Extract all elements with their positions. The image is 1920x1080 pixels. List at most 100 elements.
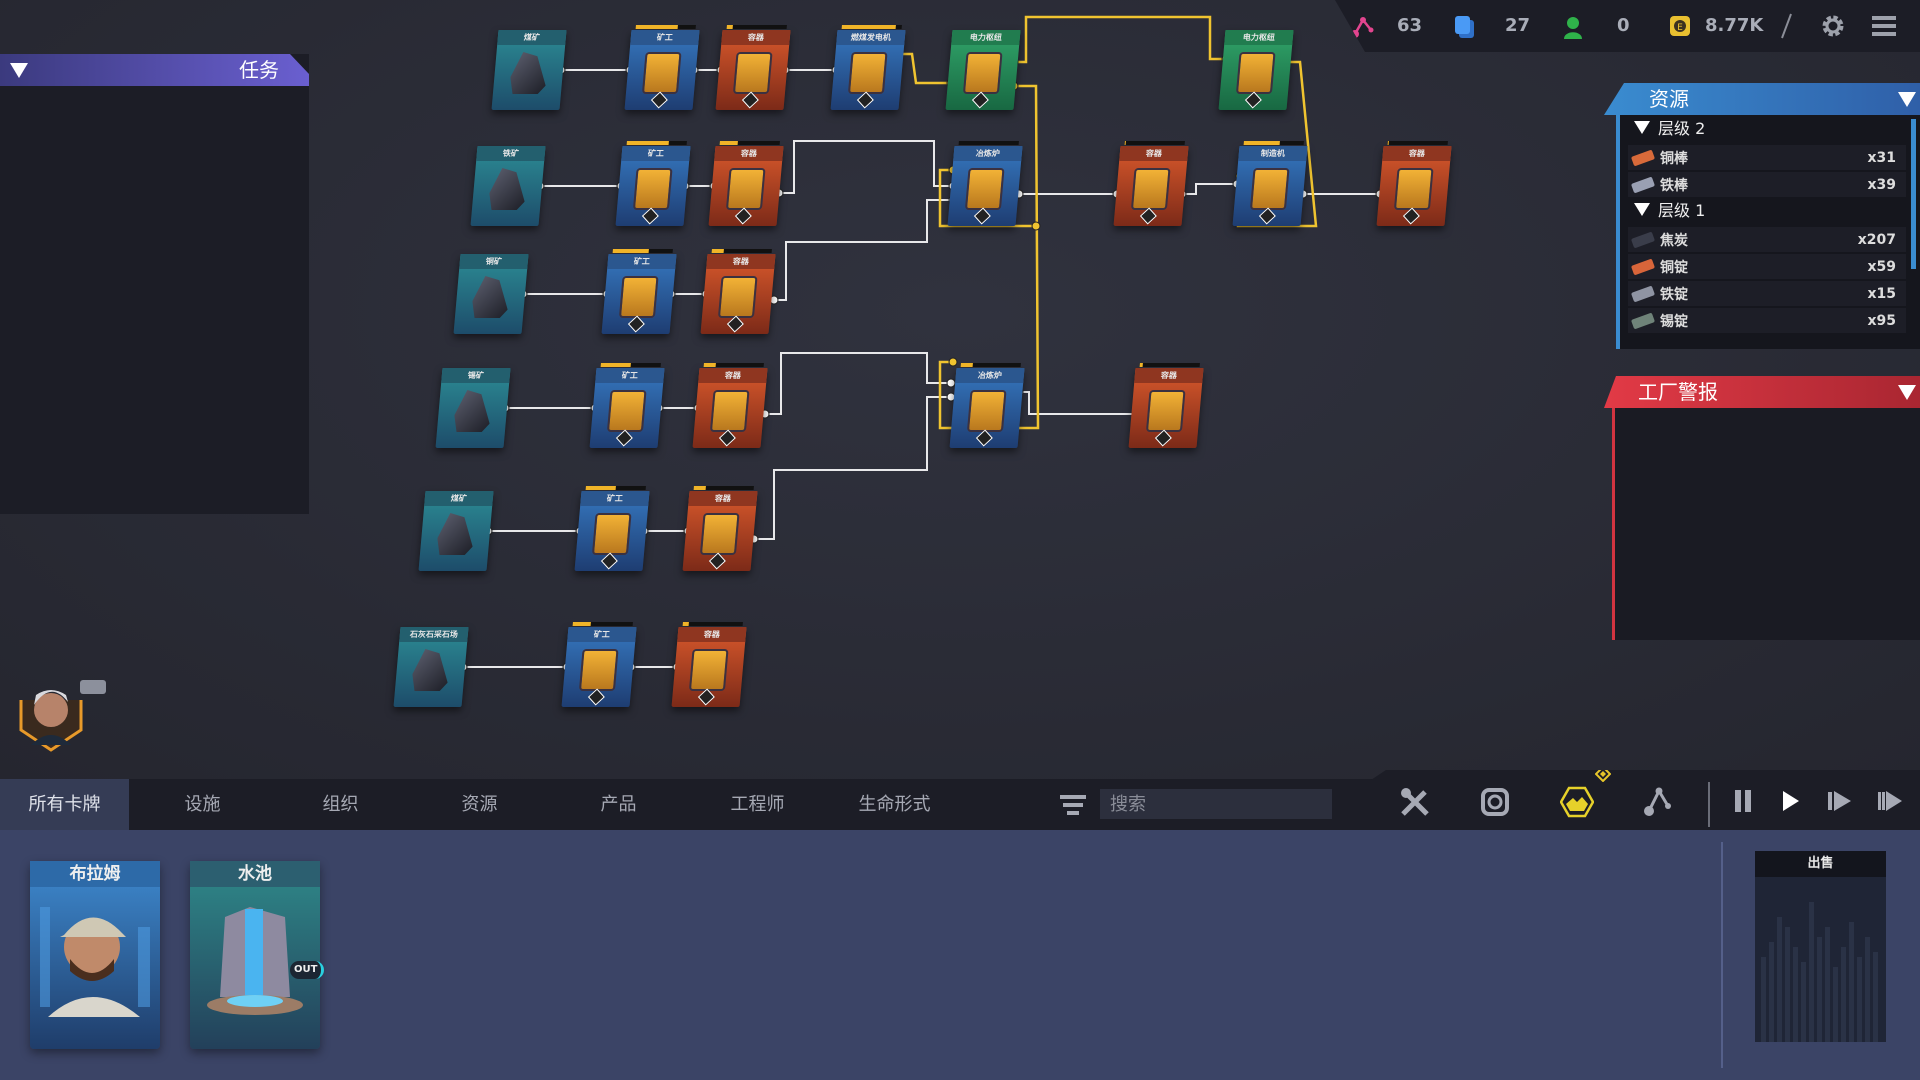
tier-toggle-icon[interactable] [1634,121,1650,134]
out-port[interactable]: OUT [290,961,324,979]
hand-card-water-pool[interactable]: 水池 OUT [190,861,324,1049]
tab-3[interactable]: 资源 [461,794,498,815]
card-ore[interactable]: 铁矿 [470,146,546,226]
gear-icon[interactable] [1819,12,1847,40]
alerts-panel-header[interactable]: 工厂警报 [1604,376,1920,408]
power-wire[interactable] [938,168,1036,228]
collapse-triangle-icon[interactable] [10,63,28,78]
card-box[interactable]: 容器 [700,249,776,334]
hand-card-title: 布拉姆 [30,861,160,887]
collapse-triangle-icon[interactable] [1898,385,1916,400]
card-box[interactable]: 容器 [1128,363,1204,448]
card-art [436,513,476,555]
tier-header[interactable]: 层级 2 [1620,115,1920,143]
item-wire[interactable] [1182,183,1237,195]
alerts-panel-title: 工厂警报 [1638,380,1718,404]
tier-header[interactable]: 层级 1 [1620,197,1920,225]
menu-icon[interactable] [1871,13,1897,39]
card-mach[interactable]: 冶炼炉 [949,363,1025,448]
tab-1[interactable]: 设施 [184,794,221,815]
resource-icon [1630,258,1656,275]
card-title: 电力枢纽 [1224,30,1294,45]
sell-drop-zone[interactable]: 出售 [1755,851,1886,1042]
card-mach[interactable]: 制造机 [1232,141,1308,226]
card-title: 容器 [1119,146,1189,161]
card-title: 容器 [677,627,747,642]
card-art [453,390,493,432]
card-pow[interactable]: 电力枢纽 [945,30,1021,110]
terrain-hex-icon[interactable] [1559,784,1595,820]
power-wire[interactable] [898,52,951,85]
task-panel-header[interactable]: 任务 [0,54,309,86]
build-tools-icon[interactable] [1399,786,1431,818]
advisor-avatar[interactable] [16,680,106,760]
card-mach[interactable]: 矿工 [624,25,700,110]
play-icon[interactable] [1779,788,1803,814]
card-mach[interactable]: 矿工 [561,622,637,707]
card-pow[interactable]: 电力枢纽 [1218,30,1294,110]
card-mach[interactable]: 矿工 [615,141,691,226]
card-ore[interactable]: 煤矿 [491,30,567,110]
factory-board[interactable]: 煤矿矿工容器燃煤发电机电力枢纽电力枢纽铁矿矿工容器冶炼炉容器制造机容器铜矿矿工容… [0,0,1920,779]
hand-card-engineer[interactable]: 布拉姆 [30,861,160,1049]
tier-toggle-icon[interactable] [1634,203,1650,216]
port-dot[interactable] [946,378,956,388]
card-ore[interactable]: 锡矿 [435,368,511,448]
item-wire[interactable] [765,352,951,415]
filter-icon[interactable] [1060,793,1086,817]
pause-icon[interactable] [1731,788,1755,814]
item-wire[interactable] [754,396,951,540]
card-box[interactable]: 容器 [1113,141,1189,226]
item-wire[interactable] [779,140,953,194]
resources-panel-header[interactable]: 资源 [1604,83,1920,115]
tab-2[interactable]: 组织 [322,794,359,815]
coin-shop-icon[interactable] [1479,786,1511,818]
item-wire[interactable] [1019,391,1136,415]
tech-tree-icon[interactable] [1641,786,1673,818]
search-input[interactable] [1100,789,1332,819]
fastest-forward-icon[interactable] [1875,788,1905,814]
chat-bubble-icon[interactable] [80,680,106,694]
card-ore[interactable]: 铜矿 [453,254,529,334]
resource-count: x207 [1857,231,1896,248]
card-category-tabs: 所有卡牌 设施 组织 资源 产品 工程师 生命形式 [0,779,1920,830]
tab-4[interactable]: 产品 [600,794,637,815]
card-box[interactable]: 容器 [682,486,758,571]
resource-icon [1630,176,1656,193]
card-mach[interactable]: 冶炼炉 [947,141,1023,226]
card-box[interactable]: 容器 [715,25,791,110]
port-dot[interactable] [1031,221,1041,231]
card-title: 煤矿 [497,30,567,45]
card-mach[interactable]: 矿工 [589,363,665,448]
resource-name: 铁锭 [1660,286,1688,303]
card-box[interactable]: 容器 [1376,141,1452,226]
card-mach[interactable]: 矿工 [601,249,677,334]
card-box[interactable]: 容器 [708,141,784,226]
card-ore[interactable]: 煤矿 [418,491,494,571]
card-mach[interactable]: 矿工 [574,486,650,571]
tab-5[interactable]: 工程师 [730,794,785,815]
power-wire[interactable] [1014,15,1226,64]
fast-forward-icon[interactable] [1825,788,1855,814]
card-title: 矿工 [595,368,665,383]
card-box[interactable]: 容器 [692,363,768,448]
level-badge [641,207,659,225]
card-box[interactable]: 容器 [671,622,747,707]
card-ore[interactable]: 石灰石采石场 [393,627,469,707]
card-art [1145,390,1186,432]
scrollbar[interactable] [1911,119,1916,269]
tab-0[interactable]: 所有卡牌 [0,779,129,830]
port-dot[interactable] [948,357,958,367]
progress-bar [612,249,673,253]
card-mach[interactable]: 燃煤发电机 [830,25,906,110]
collapse-triangle-icon[interactable] [1898,92,1916,107]
item-wire[interactable] [774,199,953,301]
tab-6[interactable]: 生命形式 [858,794,931,815]
